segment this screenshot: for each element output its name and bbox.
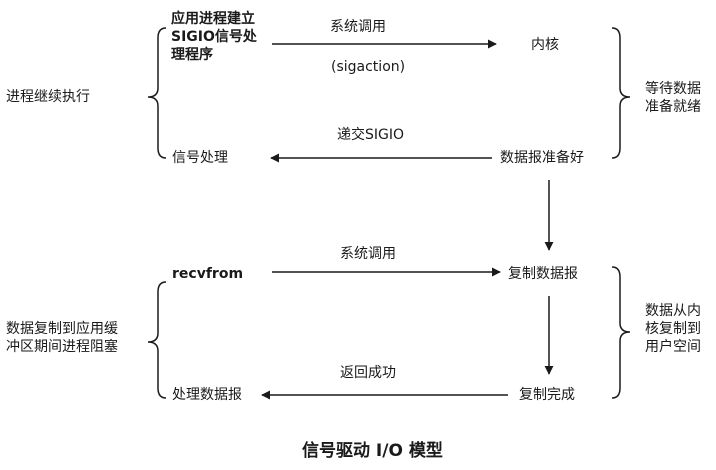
system-call-label-1: 系统调用 [330, 19, 386, 35]
right-brace-phase2 [611, 266, 631, 399]
process-datagram-label: 处理数据报 [172, 387, 242, 403]
return-success-label: 返回成功 [340, 365, 396, 381]
app-establish-sigio-handler-label: 应用进程建立 SIGIO信号处 理程序 [171, 11, 257, 63]
copy-datagram-label: 复制数据报 [508, 266, 578, 282]
deliver-sigio-label: 递交SIGIO [337, 127, 405, 143]
sigaction-label: (sigaction) [331, 59, 406, 75]
signal-handler-label: 信号处理 [172, 150, 228, 166]
process-blocked-label: 数据复制到应用缓 冲区期间进程阻塞 [6, 321, 118, 355]
wait-data-ready-label: 等待数据 准备就绪 [645, 81, 701, 115]
left-brace-phase2 [147, 281, 167, 399]
diagram-caption: 信号驱动 I/O 模型 [302, 441, 443, 461]
left-brace-phase1 [147, 27, 167, 159]
kernel-to-user-copy-label: 数据从内 核复制到 用户空间 [645, 303, 701, 355]
datagram-ready-label: 数据报准备好 [500, 150, 584, 166]
copy-complete-label: 复制完成 [519, 387, 575, 403]
kernel-label: 内核 [531, 37, 559, 53]
process-continues-label: 进程继续执行 [6, 89, 90, 105]
right-brace-phase1 [611, 27, 631, 159]
recvfrom-label: recvfrom [172, 266, 244, 282]
system-call-label-2: 系统调用 [340, 246, 396, 262]
